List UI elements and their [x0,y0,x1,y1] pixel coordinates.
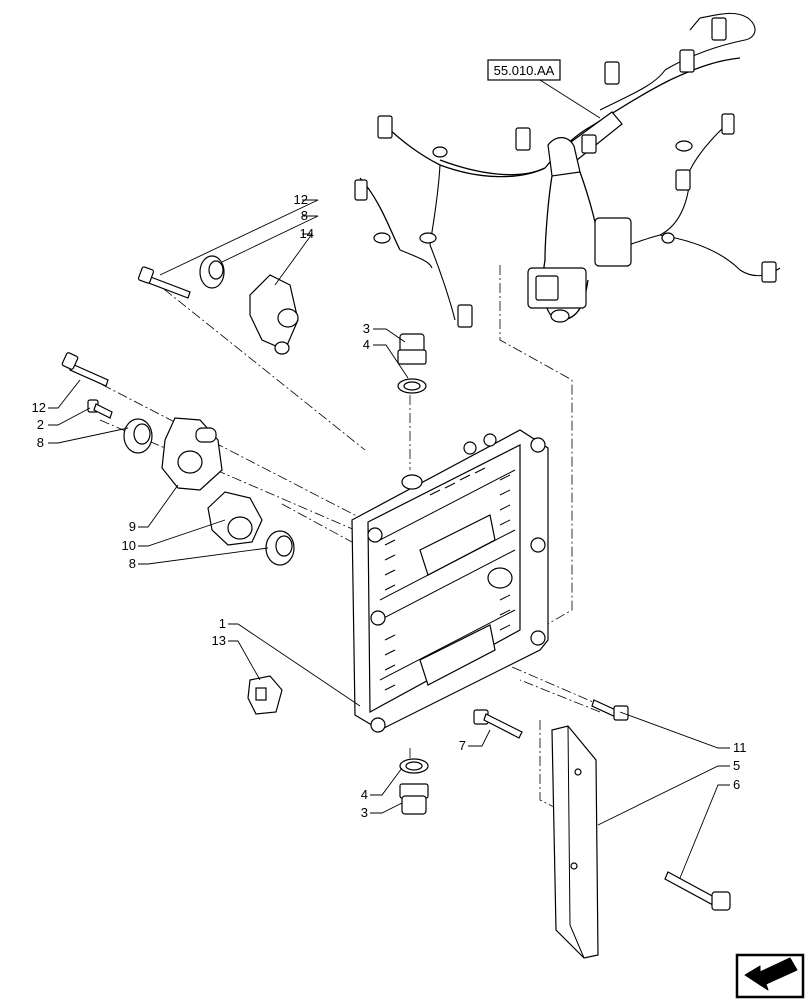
callout-6: 6 [733,777,740,792]
callout-2: 2 [37,417,44,432]
callout-13: 13 [212,633,226,648]
fitting-3-bottom [399,783,429,815]
callout-4-bottom: 4 [361,787,368,802]
sensor-13 [247,675,283,715]
callout-1: 1 [219,616,226,631]
ecu-module [351,429,549,733]
washer-4-top [397,378,427,394]
reference-box[interactable]: 55.010.AA [487,59,561,81]
bolt-6 [664,871,731,911]
callout-5: 5 [733,758,740,773]
arrow-icon[interactable] [735,953,805,999]
bolt-11 [591,699,629,721]
callout-7: 7 [459,738,466,753]
fitting-3-top [397,333,427,365]
callout-8-left: 8 [37,435,44,450]
bracket-5 [551,725,599,959]
washer-4-bottom [399,758,429,774]
grommet-8-left [123,418,153,454]
grommet-8-mid [265,530,295,566]
grommet-8-top [199,255,225,289]
reference-box-label: 55.010.AA [494,63,555,78]
callout-3-top: 3 [363,321,370,336]
callout-12-top: 12 [294,192,308,207]
callout-11: 11 [733,740,747,755]
leader-lines [48,79,730,879]
bracket-10 [207,491,263,546]
callout-12-left: 12 [32,400,46,415]
bolt-7 [473,709,523,739]
wiring-harness [354,12,781,328]
callout-9: 9 [129,519,136,534]
callout-labels: 12 8 14 3 4 12 2 8 9 10 8 1 13 7 4 3 11 … [32,192,747,820]
callout-8-mid: 8 [129,556,136,571]
bolt-12-top [137,266,191,299]
callout-8-top: 8 [301,208,308,223]
bolt-12-left [61,352,109,387]
callout-14: 14 [300,226,314,241]
bolt-2 [87,399,113,419]
callout-10: 10 [122,538,136,553]
callout-3-bottom: 3 [361,805,368,820]
callout-4-top: 4 [363,337,370,352]
bracket-9 [161,417,223,491]
bracket-14 [249,274,299,355]
